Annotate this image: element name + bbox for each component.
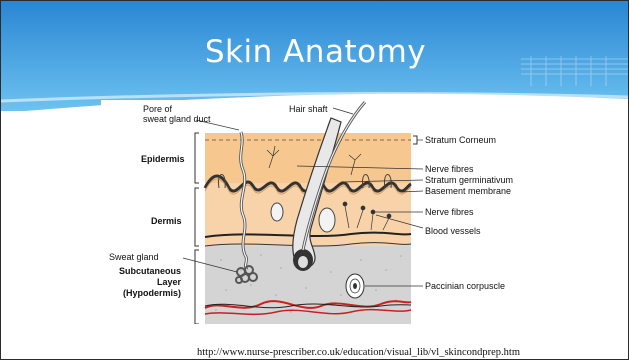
- label-pore-line1: Pore of: [143, 104, 172, 114]
- label-paccinian-corpuscle: Paccinian corpuscle: [425, 281, 505, 291]
- epidermis-layer: [205, 133, 411, 183]
- source-link[interactable]: http://www.nurse-prescriber.co.uk/educat…: [197, 347, 629, 359]
- label-nerve-fibres-1: Nerve fibres: [425, 164, 474, 174]
- label-sweat-gland: Sweat gland: [109, 252, 159, 262]
- label-hair-shaft: Hair shaft: [289, 104, 328, 114]
- label-stratum-germinativum: Stratum germinativum: [425, 175, 513, 185]
- label-nerve-fibres-2: Nerve fibres: [425, 207, 474, 217]
- label-basement-membrane: Basement membrane: [425, 186, 511, 196]
- paccinian-corpuscle: [346, 274, 364, 298]
- label-pore-line2: sweat gland duct: [143, 114, 211, 124]
- slide-title: Skin Anatomy: [1, 34, 629, 70]
- label-subcutaneous-line2: Layer: [101, 277, 181, 287]
- label-stratum-corneum: Stratum Corneum: [425, 135, 496, 145]
- label-subcutaneous-line3: (Hypodermis): [101, 288, 181, 298]
- label-epidermis: Epidermis: [141, 154, 185, 164]
- label-subcutaneous-line1: Subcutaneous: [101, 266, 181, 276]
- label-dermis: Dermis: [151, 216, 182, 226]
- skin-diagram: Pore of sweat gland duct Epidermis Dermi…: [101, 100, 531, 324]
- label-blood-vessels: Blood vessels: [425, 226, 481, 236]
